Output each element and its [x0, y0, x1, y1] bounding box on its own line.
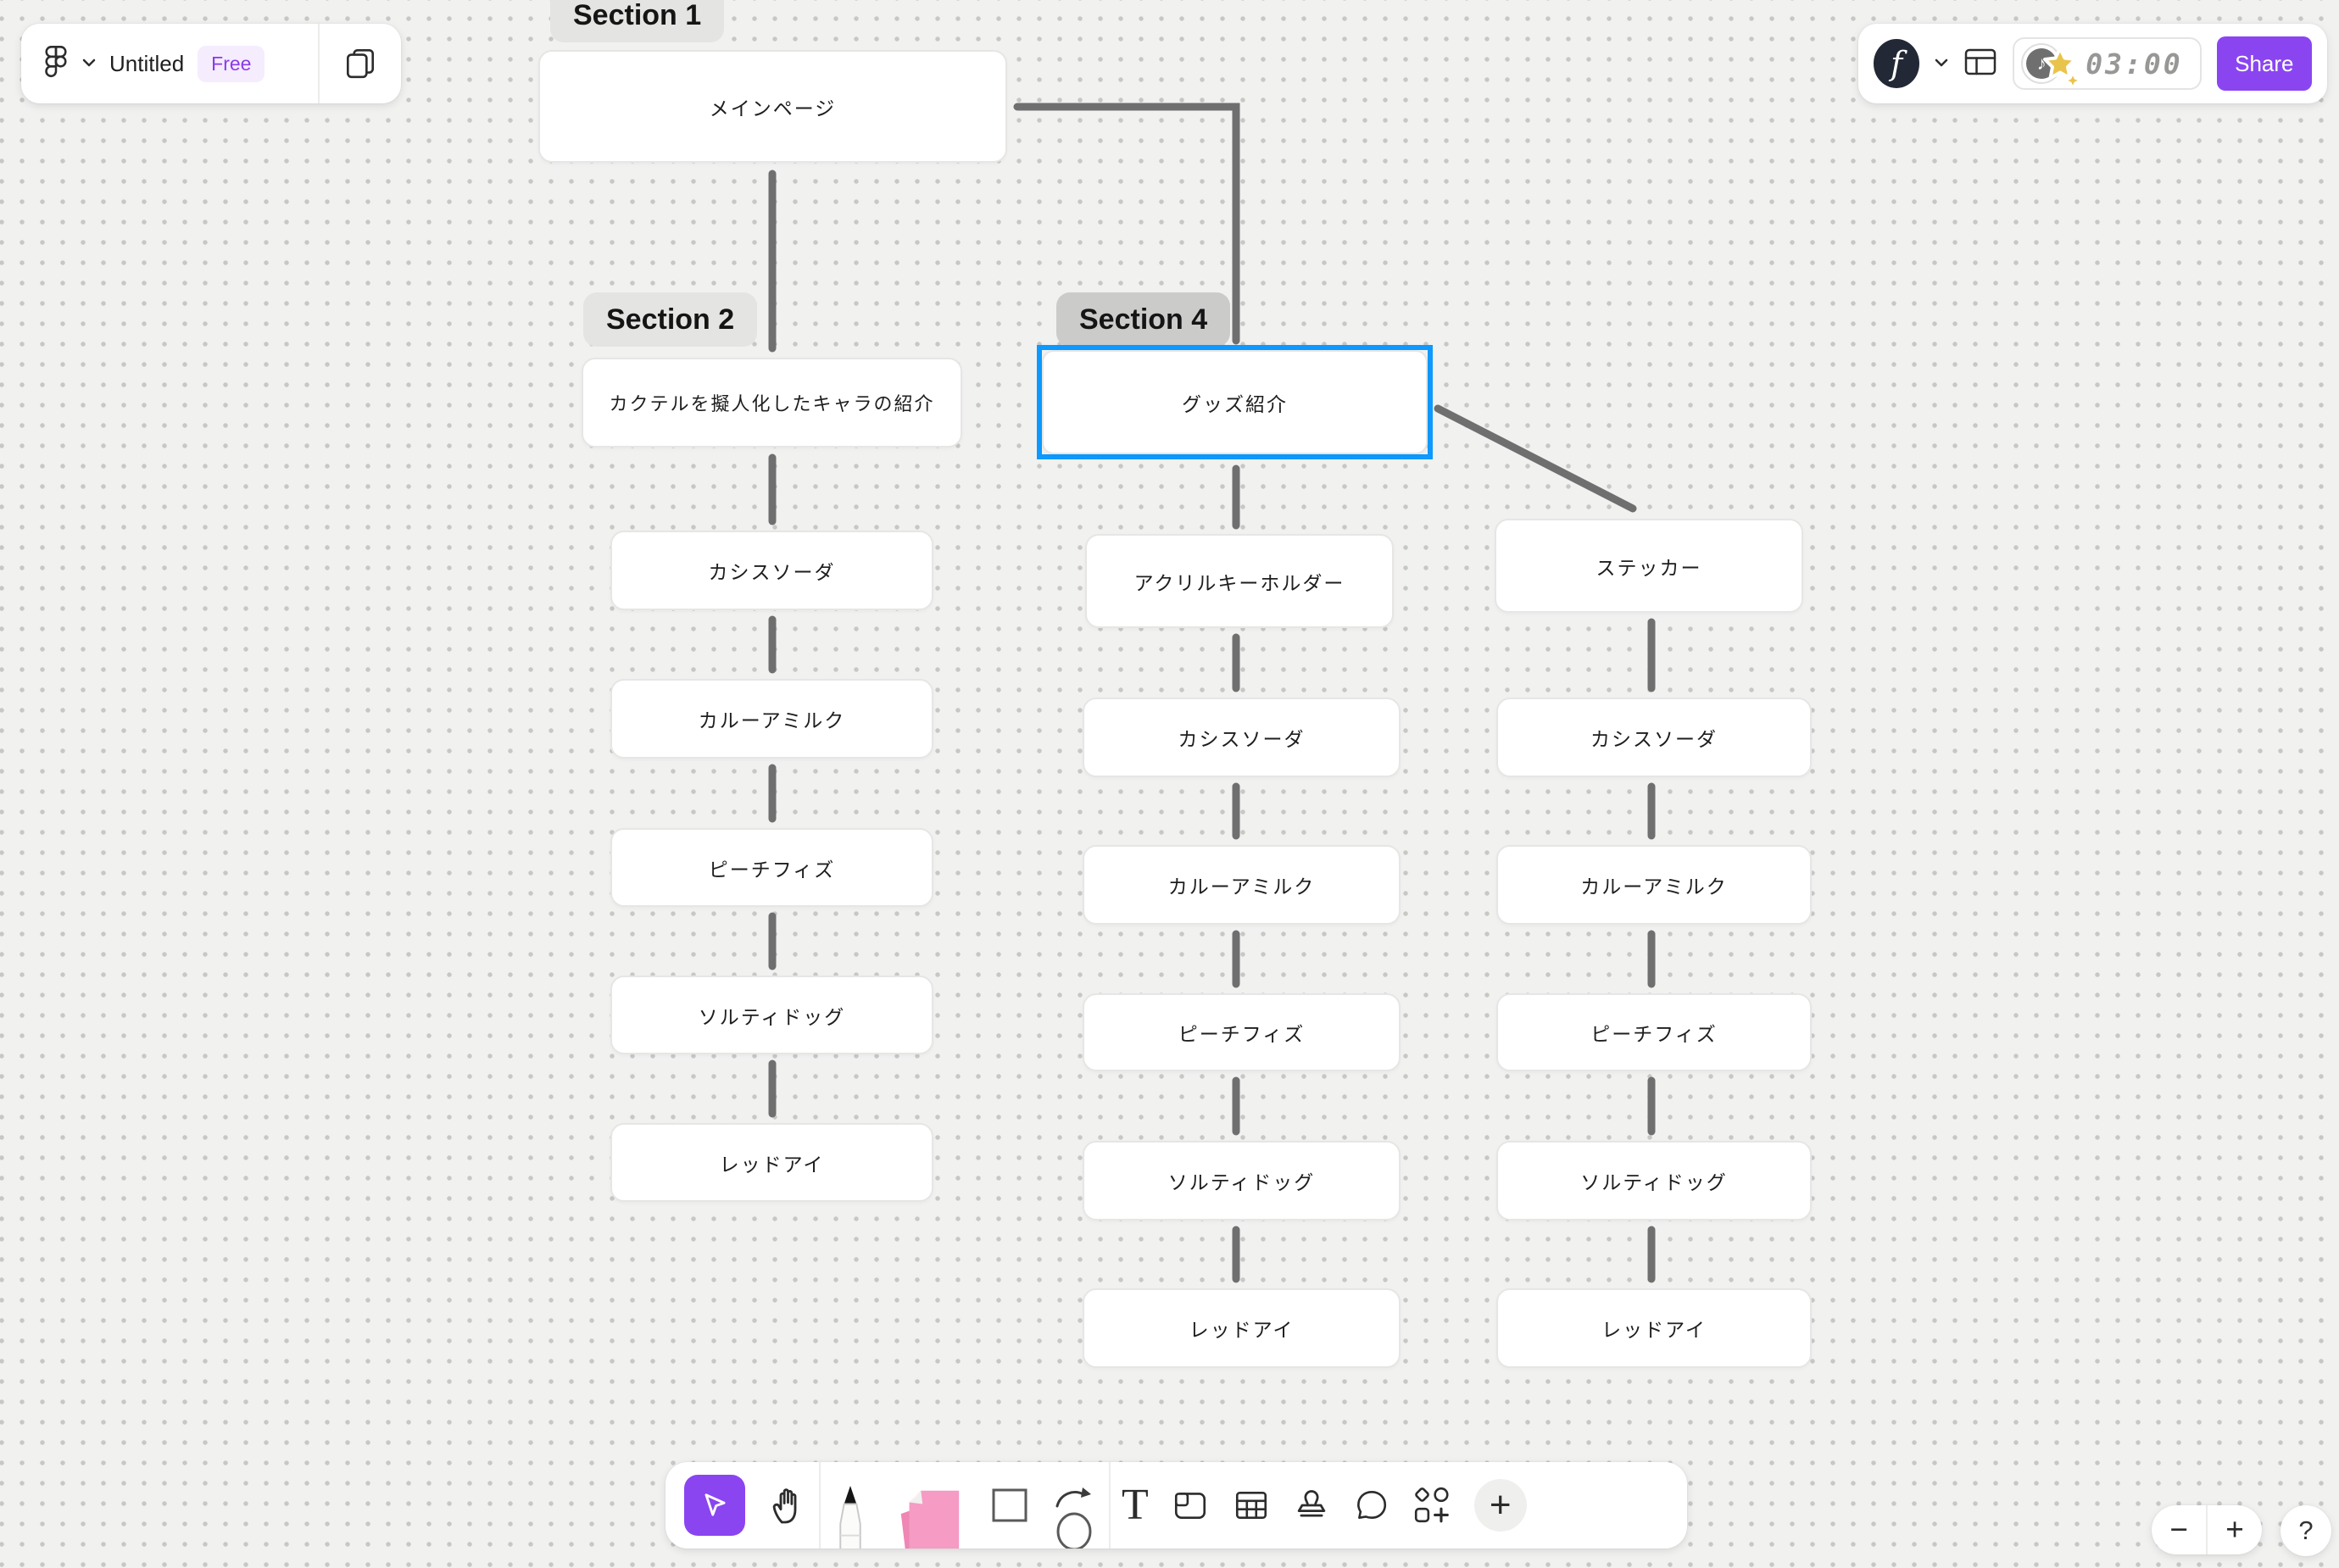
comment-tool-button[interactable] [1352, 1487, 1389, 1523]
star-icon [2043, 47, 2081, 86]
sticky-note-icon [900, 1490, 960, 1549]
node-kahlua-milk[interactable]: カルーアミルク [1083, 845, 1401, 925]
marker-tool-button[interactable] [832, 1484, 869, 1549]
node-goods-intro[interactable]: グッズ紹介 [1042, 350, 1428, 454]
square-icon [992, 1488, 1027, 1522]
file-title[interactable]: Untitled [109, 50, 185, 76]
duplicate-button[interactable] [320, 46, 401, 81]
timer-value: 03:00 [2086, 47, 2183, 81]
zoom-out-button[interactable]: − [2169, 1512, 2188, 1547]
select-tool-button[interactable] [684, 1475, 745, 1536]
node-main-page[interactable]: メインページ [538, 50, 1007, 163]
collab-header: f ♪ 03:00 Share [1858, 24, 2327, 103]
figma-logo-icon[interactable] [43, 44, 69, 84]
node-acrylic-keychain[interactable]: アクリルキーホルダー [1085, 534, 1394, 628]
plan-badge[interactable]: Free [198, 45, 265, 82]
divider [318, 24, 320, 103]
section-icon [1174, 1493, 1206, 1519]
plus-icon: + [1489, 1484, 1512, 1526]
node-peach-fizz[interactable]: ピーチフィズ [1496, 993, 1812, 1071]
node-red-eye[interactable]: レッドアイ [610, 1123, 933, 1202]
connector-line[interactable] [1434, 404, 1637, 513]
node-salty-dog[interactable]: ソルティドッグ [610, 976, 933, 1054]
node-peach-fizz[interactable]: ピーチフィズ [1083, 993, 1401, 1071]
shape-square-tool-button[interactable] [989, 1487, 1030, 1524]
stamp-tool-button[interactable] [1293, 1487, 1330, 1524]
music-star-sticker: ♪ [2021, 42, 2081, 86]
node-cocktail-characters-intro[interactable]: カクテルを擬人化したキャラの紹介 [582, 358, 962, 448]
connector-tool-button[interactable] [1052, 1484, 1098, 1549]
file-header: Untitled Free [21, 24, 401, 103]
node-sticker[interactable]: ステッカー [1495, 519, 1803, 613]
tool-bar: T [666, 1462, 1687, 1549]
divider [1109, 1462, 1111, 1549]
connector-arrow-circle-icon [1055, 1487, 1092, 1549]
text-tool-icon: T [1122, 1481, 1149, 1529]
node-cassis-soda[interactable]: カシスソーダ [610, 531, 933, 610]
node-kahlua-milk[interactable]: カルーアミルク [610, 679, 933, 759]
shapes-icon [1414, 1487, 1449, 1523]
text-tool-button[interactable]: T [1122, 1483, 1149, 1527]
table-tool-button[interactable] [1232, 1487, 1271, 1523]
stamp-icon [1297, 1490, 1325, 1517]
node-cassis-soda[interactable]: カシスソーダ [1083, 698, 1401, 777]
hand-tool-button[interactable] [767, 1484, 808, 1526]
share-button[interactable]: Share [2216, 36, 2312, 91]
layout-panel-icon[interactable] [1963, 47, 1997, 81]
avatar[interactable]: f [1874, 39, 1920, 88]
timer-widget[interactable]: ♪ 03:00 [2013, 37, 2202, 90]
add-tool-button[interactable]: + [1473, 1479, 1527, 1532]
section-label-1[interactable]: Section 1 [550, 0, 725, 42]
selection-frame: グッズ紹介 [1037, 345, 1433, 459]
node-red-eye[interactable]: レッドアイ [1496, 1288, 1812, 1368]
sticky-note-tool-button[interactable] [891, 1482, 967, 1549]
comment-bubble-icon [1356, 1490, 1386, 1519]
section-label-4[interactable]: Section 4 [1056, 292, 1231, 347]
divider [819, 1462, 821, 1549]
zoom-controls: − + [2152, 1505, 2262, 1554]
node-salty-dog[interactable]: ソルティドッグ [1496, 1141, 1812, 1220]
file-menu-chevron-icon[interactable] [82, 56, 96, 71]
node-kahlua-milk[interactable]: カルーアミルク [1496, 845, 1812, 925]
shapes-tool-button[interactable] [1412, 1486, 1452, 1525]
node-salty-dog[interactable]: ソルティドッグ [1083, 1141, 1401, 1220]
node-peach-fizz[interactable]: ピーチフィズ [610, 828, 933, 907]
section-tool-button[interactable] [1171, 1487, 1210, 1523]
help-button[interactable]: ? [2281, 1505, 2331, 1556]
connector-line[interactable] [1013, 103, 1240, 345]
zoom-in-button[interactable]: + [2225, 1512, 2244, 1547]
divider [2206, 1505, 2208, 1554]
section-label-2[interactable]: Section 2 [583, 292, 758, 347]
table-icon [1235, 1492, 1267, 1519]
node-cassis-soda[interactable]: カシスソーダ [1496, 698, 1812, 777]
cursor-icon [704, 1493, 726, 1516]
avatar-chevron-icon[interactable] [1935, 56, 1948, 71]
marker-icon [839, 1485, 861, 1549]
node-red-eye[interactable]: レッドアイ [1083, 1288, 1401, 1368]
